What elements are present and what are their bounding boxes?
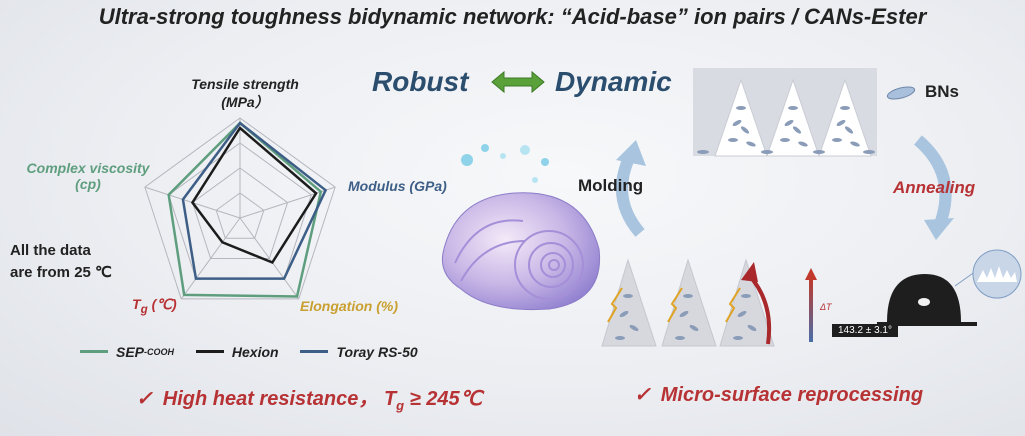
radar-grid-ring: [191, 167, 289, 259]
robust-label: Robust: [372, 66, 469, 97]
radar-series-sep: [167, 121, 323, 298]
aligned-bn-structure-image: [693, 68, 877, 157]
dynamic-label: Dynamic: [555, 66, 672, 97]
reprocessed-bn-structure-image: [601, 258, 775, 347]
reprocessing-text: ✓ Micro-surface reprocessing: [634, 382, 923, 407]
heat-resistance-text: ✓ High heat resistance， Tg ≥ 245℃: [136, 382, 482, 413]
radar-chart: [144, 117, 336, 300]
radar-axis-spoke: [239, 217, 300, 300]
check-icon: ✓: [634, 384, 651, 406]
legend-item-toray: Toray RS-50: [300, 343, 418, 360]
axis-label-line1: Complex viscosity: [26, 160, 150, 176]
radar-series-group: [167, 121, 328, 298]
legend-label: Toray RS-50: [336, 343, 418, 360]
reprocessing-main: Micro-surface reprocessing: [660, 384, 924, 406]
molding-label: Molding: [578, 176, 644, 195]
heat-resistance-tail: ≥ 245℃: [404, 388, 483, 410]
radar-grid-ring: [215, 192, 265, 239]
radar-axis-spoke: [180, 217, 241, 300]
heat-resistance-main: High heat resistance， T: [162, 388, 397, 410]
legend-label: SEP: [116, 343, 145, 360]
axis-label-elongation: Elongation (%): [300, 298, 398, 314]
axis-label-line1: Tensile strength: [191, 76, 299, 92]
bubbles-decoration: [461, 144, 549, 183]
contact-angle-value: 143.2 ± 3.1°: [832, 324, 898, 337]
axis-label-complex-viscosity: Complex viscosity (cp): [8, 160, 168, 192]
data-note: All the data are from 25 ℃: [10, 240, 112, 284]
legend-item-sep: SEP-COOH: [80, 344, 174, 360]
contact-angle-image: [877, 249, 1022, 326]
bns-label: BNs: [925, 82, 960, 101]
temperature-arrow-icon: [805, 268, 817, 342]
legend-swatch: [300, 350, 329, 353]
radar-series-hexion: [190, 126, 318, 265]
radar-grid-ring: [144, 117, 336, 300]
axis-label-modulus: Modulus (GPa): [348, 178, 447, 194]
axis-label-tg: Tg (℃): [132, 296, 177, 316]
data-note-line1: All the data: [10, 242, 91, 259]
axis-label-tg-main: T: [132, 296, 141, 312]
axis-label-line2: (cp): [75, 176, 101, 192]
delta-t-label: ΔT: [820, 302, 832, 312]
legend-item-hexion: Hexion: [195, 343, 279, 360]
shell-image: [441, 192, 601, 311]
heat-resistance-sub: g: [396, 398, 405, 413]
axis-label-line2: (MPa）: [221, 94, 269, 110]
annealing-arrow-icon: [913, 135, 954, 240]
radar-series-toray-rs-50: [181, 121, 328, 280]
legend-swatch: [80, 350, 108, 353]
legend-label-sub: -COOH: [144, 346, 175, 357]
annealing-label: Annealing: [893, 178, 976, 197]
double-arrow-icon: [491, 70, 545, 94]
axis-label-tg-sub: g: [140, 302, 148, 316]
check-icon: ✓: [136, 388, 153, 410]
axis-label-tensile-strength: Tensile strength (MPa）: [170, 76, 320, 112]
bn-flake-icon: [886, 86, 916, 100]
axis-label-tg-tail: (℃): [147, 296, 177, 312]
legend-label: Hexion: [231, 343, 279, 360]
data-note-line2: are from 25 ℃: [10, 264, 112, 281]
legend-swatch: [195, 350, 224, 353]
figure-title: Ultra-strong toughness bidynamic network…: [98, 4, 927, 29]
chart-legend: SEP-COOH Hexion Toray RS-50: [80, 340, 436, 360]
radar-axis-spoke: [239, 186, 336, 219]
molding-arrow-icon: [616, 140, 646, 237]
